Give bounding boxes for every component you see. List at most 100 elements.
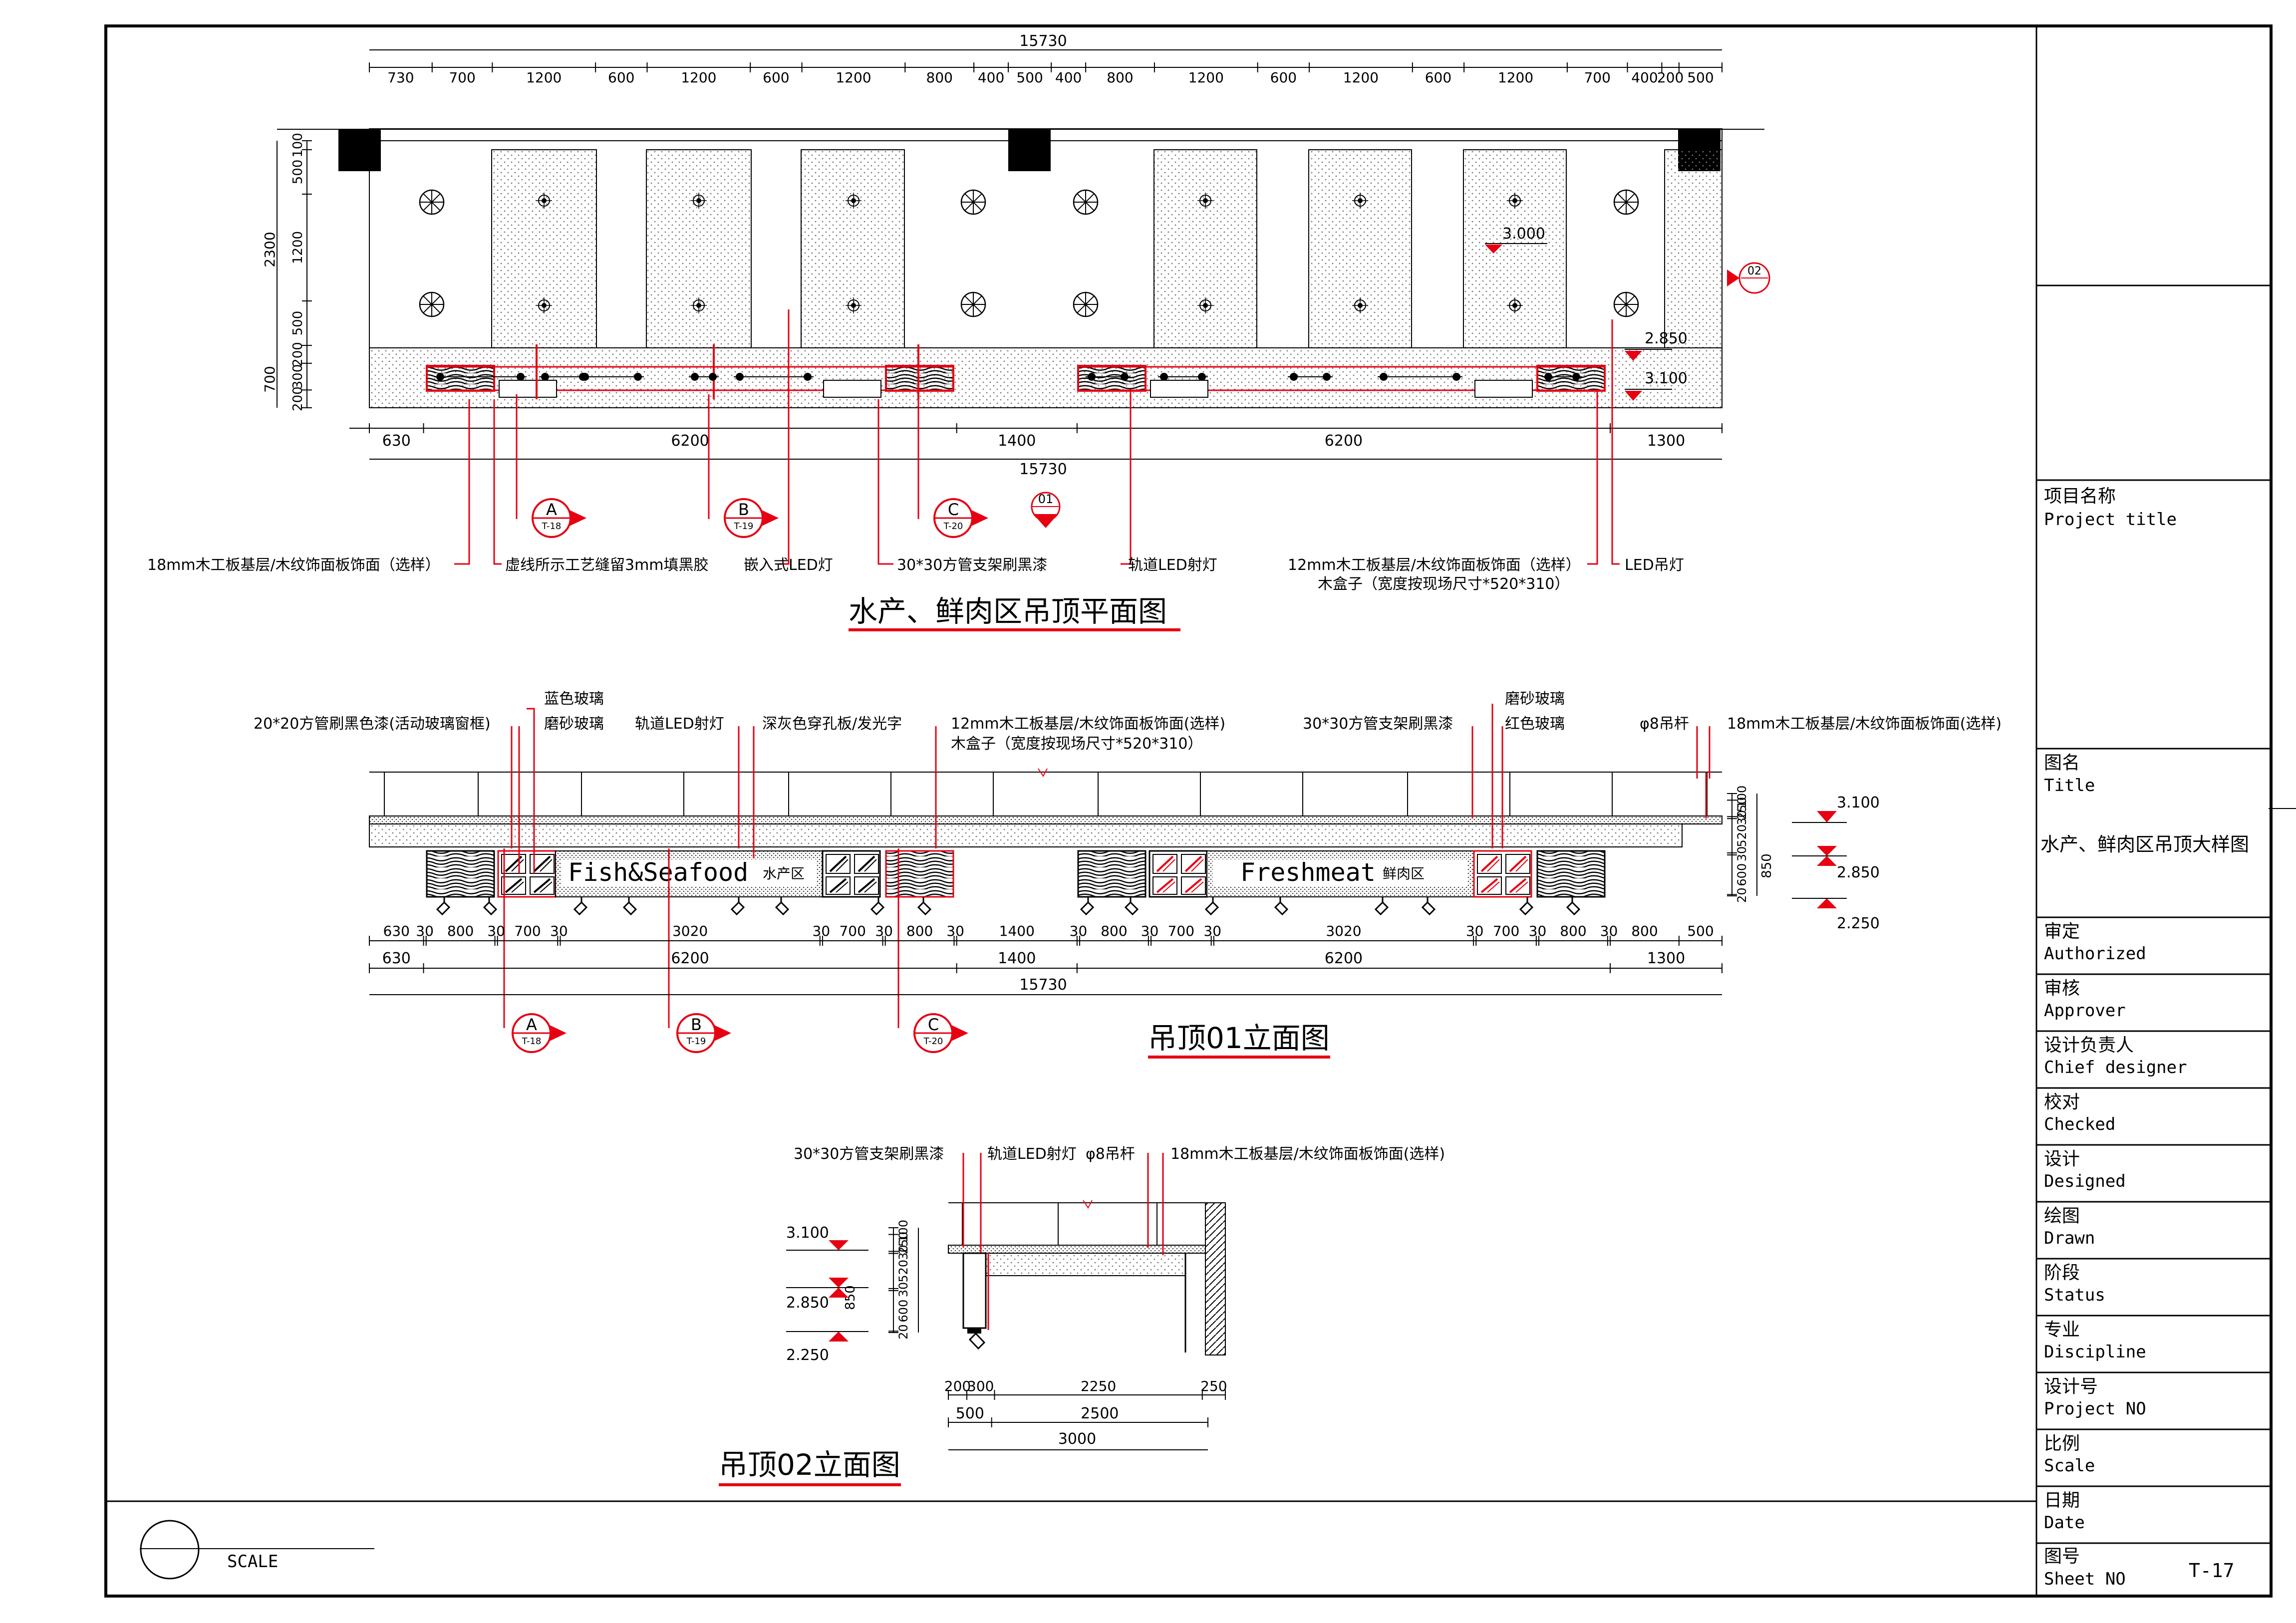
spotlight-icon [436, 897, 451, 916]
title-block-label: 阶段 [2044, 1263, 2080, 1283]
ceiling-panel [801, 149, 905, 348]
spotlight-icon [917, 897, 932, 916]
dim-value: 1300 [1647, 950, 1685, 967]
dim-value: 630 [382, 432, 411, 450]
dim-value: 600 [1270, 69, 1297, 86]
track-rail [1378, 373, 1462, 381]
e2-level-2850: 2.850 [786, 1294, 829, 1312]
title-block-label: 日期 [2044, 1490, 2080, 1511]
spotlight-icon [1519, 897, 1534, 916]
plan-bottom-total: 15730 [1019, 461, 1067, 478]
spotlight-icon [1421, 897, 1436, 916]
e1-hanger-rods [384, 772, 1708, 816]
dim-value: 30 [1070, 923, 1088, 939]
e2-leaders [962, 1153, 1164, 1255]
svg-text:T-18: T-18 [542, 521, 562, 532]
e1-label-track: 轨道LED射灯 [635, 715, 724, 733]
track-rail [434, 373, 527, 381]
dim-value: 1400 [999, 923, 1035, 939]
e1-label-wood-18: 18mm木工板基层/木纹饰面板饰面(选样) [1727, 715, 2002, 733]
ceiling-panel [491, 149, 597, 348]
title-block-label: 绘图 [2044, 1206, 2080, 1226]
downlight-icon [846, 297, 861, 313]
title-block-label-en: Checked [2044, 1114, 2115, 1134]
e1-level-3100: 3.100 [1837, 794, 1880, 812]
svg-text:T-20: T-20 [943, 521, 963, 532]
pendant-light-icon [419, 189, 445, 215]
plan-label-track: 轨道LED射灯 [1128, 556, 1217, 574]
downlight-icon [536, 297, 552, 313]
e1-glass-windows [501, 854, 1530, 895]
dim-value: 850 [1759, 853, 1774, 878]
dim-value: 2250 [1081, 1378, 1116, 1394]
dim-value: 30 [1600, 923, 1618, 939]
plan-label-tube: 30*30方管支架刷黑漆 [897, 556, 1047, 574]
sign-freshmeat-cn: 鲜肉区 [1383, 865, 1425, 882]
e2-label-tube: 30*30方管支架刷黑漆 [794, 1145, 944, 1163]
dim-value: 30 [1529, 923, 1547, 939]
dim-value: 400 [1055, 69, 1082, 86]
svg-text:01: 01 [1038, 492, 1054, 506]
e2-total: 3000 [1058, 1430, 1096, 1448]
title-block-label: 专业 [2044, 1320, 2080, 1340]
e1-level-2250: 2.250 [1837, 915, 1880, 932]
dim-value: 1400 [998, 432, 1036, 450]
dim-value: 400 [978, 69, 1004, 86]
e1-label-wood-12: 12mm木工板基层/木纹饰面板饰面(选样) [951, 715, 1225, 733]
glass-pane [1152, 854, 1177, 895]
svg-text:B: B [691, 1015, 702, 1034]
sheet-no-cn: 图号 [2044, 1546, 2080, 1567]
plan-left-total-b: 700 [262, 366, 278, 392]
ceiling-panel [1463, 149, 1567, 348]
spotlight-icon [775, 897, 790, 916]
project-title-cn: 项目名称 [2044, 486, 2116, 507]
dim-value: 300 [290, 364, 305, 389]
title-block-label-en: Project NO [2044, 1399, 2146, 1419]
section-callout-icon: AT-18 [512, 1013, 567, 1053]
title-block-label: 设计号 [2044, 1376, 2098, 1397]
dim-value: 520 [1735, 824, 1749, 847]
sheet-no-en: Sheet NO [2044, 1569, 2126, 1589]
svg-text:T-19: T-19 [734, 521, 754, 532]
column-1 [338, 129, 381, 171]
title-block-label: 设计负责人 [2044, 1035, 2134, 1056]
dim-value: 6200 [671, 950, 709, 967]
e1-label-blue-glass: 蓝色玻璃 [544, 690, 604, 708]
downlight-icon [691, 193, 707, 209]
title-cn: 图名 [2044, 753, 2080, 773]
sheet-no: T-17 [2189, 1560, 2235, 1582]
dim-value: 300 [967, 1378, 994, 1394]
dim-value: 3020 [672, 923, 708, 939]
dim-value: 1200 [1498, 69, 1533, 86]
e1-label-tube: 30*30方管支架刷黑漆 [1303, 715, 1453, 733]
dim-value: 1200 [1188, 69, 1224, 86]
e2-label-wood-18: 18mm木工板基层/木纹饰面板饰面(选样) [1170, 1145, 1445, 1163]
dim-value: 400 [1631, 69, 1658, 86]
spotlight-icon [870, 897, 885, 916]
dim-value: 3020 [1326, 923, 1361, 939]
dim-value: 30 [1141, 923, 1159, 939]
dim-value: 600 [1425, 69, 1451, 86]
dim-value: 700 [1168, 923, 1194, 939]
pendant-light-icon [1073, 189, 1099, 215]
track-rail [1086, 373, 1131, 381]
dim-value: 700 [1493, 923, 1519, 939]
spotlight-icon [1374, 897, 1389, 916]
downlight-icon [846, 193, 861, 209]
dim-value: 2500 [1081, 1405, 1119, 1422]
plan-label-led: 嵌入式LED灯 [744, 556, 833, 574]
dim-value: 800 [906, 923, 933, 939]
title-block-label: 校对 [2044, 1092, 2080, 1112]
e1-track-spotlights [436, 897, 1581, 916]
plan-title: 水产、鲜肉区吊顶平面图 [849, 594, 1167, 628]
svg-text:A: A [546, 500, 557, 519]
dim-value: 700 [1584, 69, 1610, 86]
title-block-label: 设计 [2044, 1149, 2080, 1169]
downlight-icon [1352, 193, 1368, 209]
